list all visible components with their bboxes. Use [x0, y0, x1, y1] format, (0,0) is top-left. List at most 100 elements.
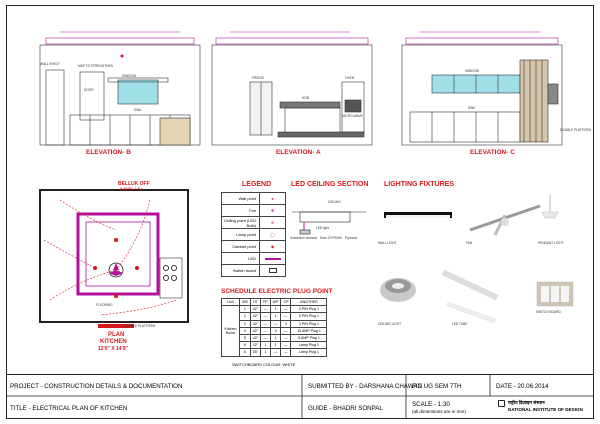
schedule-unit-cell: Kitchen Room — [221, 305, 240, 357]
elevation-c-platform-label: DOUBLE PLATFORM — [560, 128, 592, 132]
elevation-b-title: ELEVATION- B — [86, 149, 131, 156]
submitted-by-label: SUBMITTED BY - DARSHANA CHAWAN — [308, 383, 422, 390]
table-cell: Lamp Plug 1 — [290, 341, 328, 350]
elevation-b-shelf-label: WALL SHELF — [40, 62, 60, 66]
fan-icon: ❃ — [259, 204, 286, 217]
table-cell: 5 AMP Plug 1 — [290, 333, 328, 343]
legend-row: Lamp point◯ — [221, 228, 286, 241]
table-cell: — — [280, 305, 292, 314]
wall-point-icon: ● — [259, 192, 286, 205]
elevation-a-title: ELEVATION- A — [276, 149, 321, 156]
table-cell: 42" — [249, 326, 262, 335]
schedule-header: ANOTHER — [290, 297, 328, 307]
project-label: PROJECT - CONSTRUCTION DETAILS & DOCUMEN… — [10, 383, 183, 390]
table-cell: — — [260, 312, 271, 321]
table-cell: 1 — [239, 305, 251, 314]
table-cell: 3 PIN Plug 1 — [290, 319, 328, 328]
elevation-a-drawing — [211, 31, 373, 146]
title-block: PROJECT - CONSTRUCTION DETAILS & DOCUMEN… — [6, 374, 594, 419]
legend-row: Fan❃ — [221, 204, 286, 217]
table-cell: 1 — [269, 312, 282, 321]
institute-hindi-label: राष्ट्रीय डिज़ाइन संस्थान — [508, 400, 545, 405]
legend-label: Wall point — [221, 192, 260, 205]
table-cell: 4 — [239, 326, 251, 335]
table-cell: — — [269, 319, 282, 328]
table-cell: — — [280, 326, 292, 335]
elevation-c-drawing — [401, 31, 563, 146]
schedule-title: SCHEDULE ELECTRIC PLUG POINT — [221, 288, 333, 295]
legend-row: Wall point● — [221, 192, 286, 205]
lamp-point-icon: ◯ — [259, 228, 286, 241]
table-cell: 42" — [249, 319, 262, 328]
elevation-a-fridge-label: FRIDGE — [252, 76, 265, 80]
elevation-a-hob-label: HOB — [302, 96, 309, 100]
elevation-b-map-label: MAP TO STRENGTHEN — [78, 64, 113, 68]
led-icon — [259, 252, 286, 265]
scale-note: (all dimensions are in mm) — [412, 409, 466, 414]
title-block-lines — [6, 374, 594, 419]
table-cell: 5 PIN Plug 1 — [290, 312, 328, 321]
table-cell: 6 — [239, 348, 251, 357]
led-section-drawing — [292, 211, 366, 235]
drawing-sheet — [6, 5, 594, 419]
table-cell: 6 — [239, 341, 251, 350]
schedule-header: S/B — [239, 297, 251, 307]
plan-dimensions: 12'0" X 14'9" — [98, 346, 128, 352]
led-gypsum-label: 5mm GYPSUM — [320, 236, 342, 240]
table-cell: 55" — [249, 348, 262, 357]
guide-label: GUIDE - BHADRI SONPAL — [308, 405, 383, 412]
table-cell: 42" — [249, 333, 262, 343]
legend-row: LED — [221, 252, 286, 265]
table-cell: — — [260, 319, 271, 328]
elevation-a-oven-label: OVEN — [345, 76, 355, 80]
led-channel-label: Aluminium channel — [290, 236, 317, 240]
table-cell: Lamp Plug 1 — [290, 348, 328, 357]
legend-title: LEGEND — [242, 181, 272, 188]
table-cell: 1 — [269, 305, 282, 314]
table-cell: 3 PIN Plug 1 — [290, 305, 328, 314]
elevation-b-door-label: DOOR — [84, 88, 94, 92]
schedule-table: Unit S/B HT FP WP CP ANOTHER Kitchen Roo… — [221, 297, 328, 357]
table-cell: 42" — [249, 312, 262, 321]
fixture-caption: PENDANT LIGHT — [538, 241, 564, 245]
title-label: TITLE - ELECTRICAL PLAN OF KITCHEN — [10, 405, 128, 412]
schedule-header: CP — [280, 297, 292, 307]
plan-double-platform-label: DOUBLE PLATFORM — [124, 324, 156, 328]
table-cell: — — [260, 326, 271, 335]
fixture-caption: FAN — [466, 241, 473, 245]
elevation-a-micro-label: MICRO-WAVE — [342, 114, 363, 118]
led-ceiling-label: CEILING — [328, 200, 341, 204]
table-cell: 42" — [249, 341, 262, 350]
table-cell: 2 — [280, 319, 292, 328]
led-section-title: LED CEILING SECTION — [291, 181, 369, 188]
legend-row: Switch board — [221, 264, 286, 277]
nid-logo-icon — [498, 400, 505, 407]
table-cell: 1 — [260, 348, 271, 357]
table-cell: — — [280, 333, 292, 343]
legend-label: LED — [221, 252, 260, 265]
legend-row: Ceiling point (LED Bulb)⊕ — [221, 216, 286, 229]
fixture-caption: WALL LIGHT — [378, 241, 397, 245]
fixture-caption: SWITCH BOARD — [536, 310, 561, 314]
plan-title: PLAN — [108, 332, 125, 338]
schedule-header: WP — [269, 297, 282, 307]
schedule-header: FP — [260, 297, 271, 307]
scale-label: SCALE - 1:30 — [412, 401, 450, 408]
ceiling-point-icon: ⊕ — [259, 216, 286, 229]
led-light-label: LED light — [316, 226, 329, 230]
fixture-caption: LED TUBE — [452, 322, 468, 326]
elevation-c-window-label: WINDOW — [465, 69, 479, 73]
plan-subtitle: KITCHEN — [100, 339, 127, 345]
schedule-header: HT — [249, 297, 262, 307]
legend-label: Cabinet point — [221, 240, 260, 253]
table-cell: 5 — [239, 333, 251, 343]
legend-label: Switch board — [221, 264, 260, 277]
elevation-c-sink-label: SINK — [468, 106, 476, 110]
schedule-note: SWITCHBOARD COLOUR: WHITE — [232, 362, 296, 367]
